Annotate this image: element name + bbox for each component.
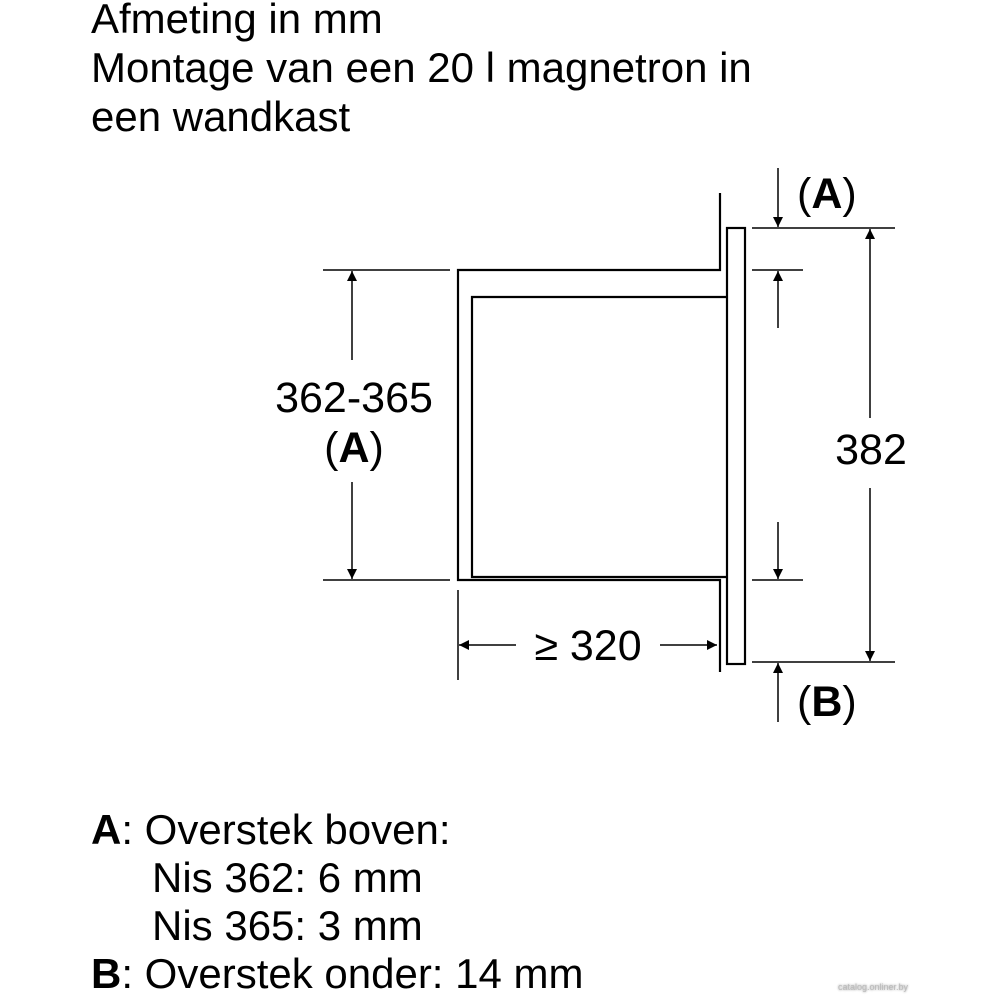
legend-a-line-1: Nis 362: 6 mm xyxy=(152,854,423,901)
microwave-front-panel xyxy=(725,226,747,666)
top-overhang-ref: (A) xyxy=(797,170,857,218)
bottom-overhang-ref: (B) xyxy=(797,678,857,726)
watermark: catalog.onliner.by xyxy=(838,982,909,992)
legend-a: A: Overstek boven: xyxy=(91,806,451,853)
legend-a-line-2: Nis 365: 3 mm xyxy=(152,902,423,949)
height-range-label: 362-365 xyxy=(275,374,433,422)
depth-label: ≥ 320 xyxy=(534,622,641,670)
title-line-1: Afmeting in mm xyxy=(91,0,383,42)
legend: A: Overstek boven: Nis 362: 6 mm Nis 365… xyxy=(91,806,584,998)
height-range-ref: (A) xyxy=(324,424,384,472)
total-height-label: 382 xyxy=(835,426,907,474)
cabinet-outline xyxy=(456,193,722,672)
title-line-2: Montage van een 20 l magnetron in xyxy=(91,44,752,91)
legend-b: B: Overstek onder: 14 mm xyxy=(91,950,584,997)
title-line-3: een wandkast xyxy=(91,93,351,140)
diagram-title: Afmeting in mm Montage van een 20 l magn… xyxy=(91,0,752,141)
microwave-body xyxy=(470,295,727,579)
